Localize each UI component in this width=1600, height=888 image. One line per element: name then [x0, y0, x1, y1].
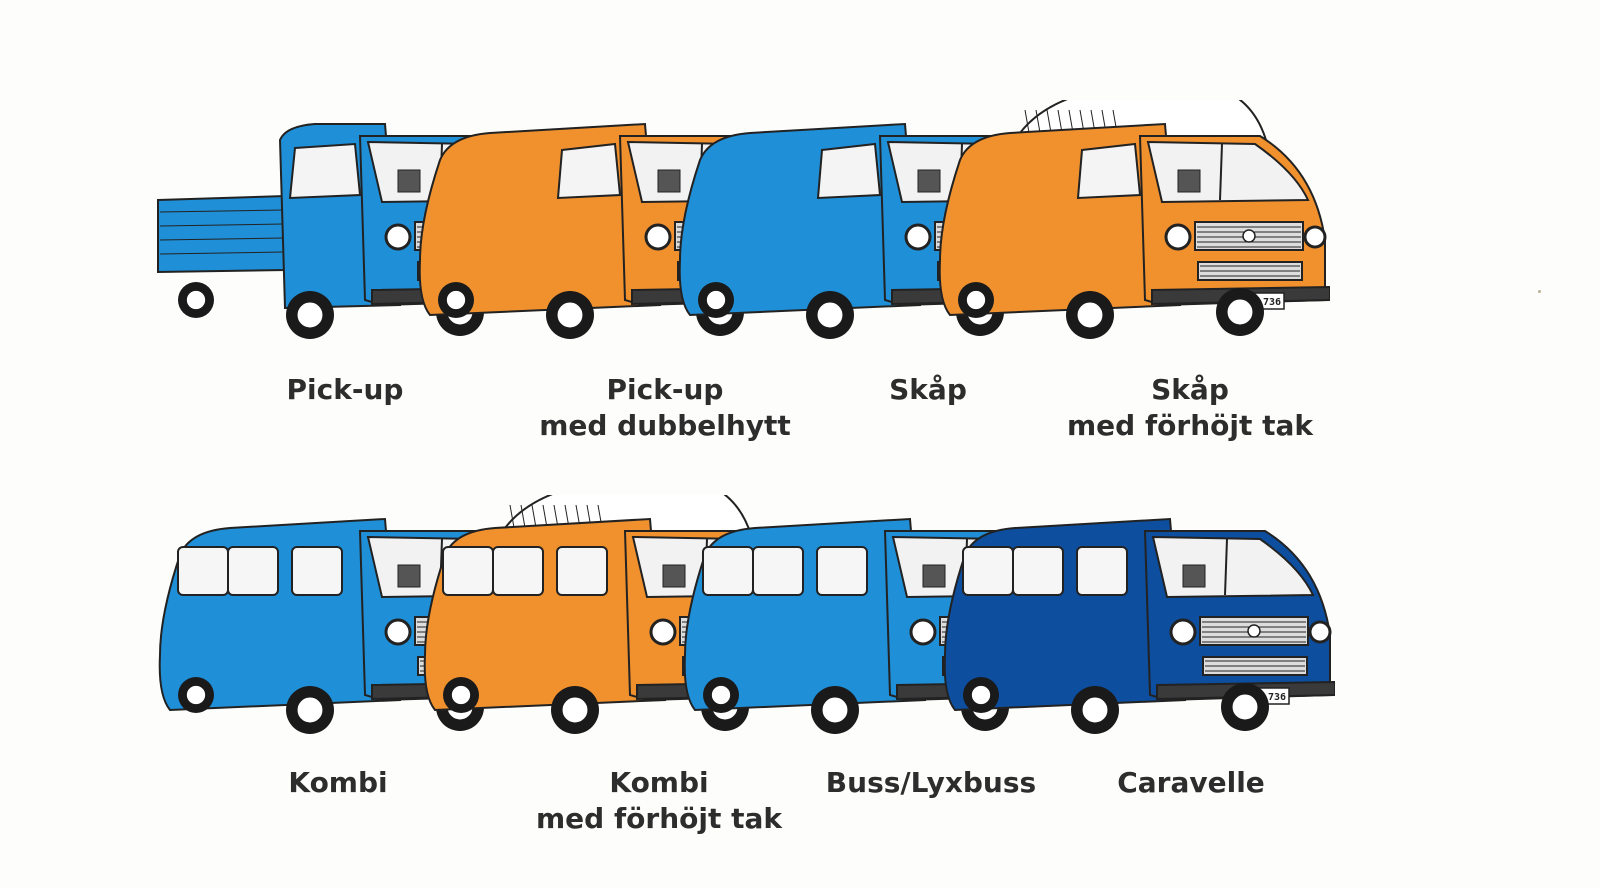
cab-window [816, 142, 882, 200]
label-kombi-high-roof: Kombi med förhöjt tak [536, 765, 782, 837]
headlight-left [1169, 618, 1197, 646]
hubcap [296, 696, 324, 724]
label-line1: Pick-up [286, 373, 404, 406]
seat [922, 564, 946, 588]
paper-speck [1538, 290, 1541, 293]
vw-logo [1247, 624, 1261, 638]
hubcap [970, 684, 992, 706]
headlight-left [649, 618, 677, 646]
van-caravelle: JNO 736 [935, 495, 1336, 815]
side-window [492, 546, 544, 596]
hubcap [821, 696, 849, 724]
windscreen-divider [1219, 143, 1223, 201]
side-window [227, 546, 279, 596]
bed-slat [159, 209, 284, 213]
seat [397, 169, 421, 193]
windscreen [1146, 140, 1310, 204]
label-line2: med dubbelhytt [539, 409, 791, 442]
headlight-left [644, 223, 672, 251]
label-pickup: Pick-up [287, 372, 404, 408]
hubcap [705, 289, 727, 311]
label-line1: Kombi [288, 766, 388, 799]
hubcap [1076, 301, 1104, 329]
hubcap [1231, 693, 1259, 721]
hubcap [965, 289, 987, 311]
side-window [442, 546, 494, 596]
hubcap [816, 301, 844, 329]
bed-slat [159, 251, 284, 255]
windscreen [1151, 535, 1315, 599]
van-drawing: JNO 736 [938, 80, 1331, 339]
side-window [752, 546, 804, 596]
label-caravelle: Caravelle [1117, 765, 1265, 801]
seat [657, 169, 681, 193]
hubcap [1226, 298, 1254, 326]
van-panel-high-roof: JNO 736 [930, 80, 1331, 420]
side-window [962, 546, 1014, 596]
cab-window [1076, 142, 1142, 200]
label-line1: Skåp [1151, 373, 1229, 406]
hubcap [185, 289, 207, 311]
headlight-left [384, 223, 412, 251]
label-line1: Caravelle [1117, 766, 1265, 799]
headlight-left [904, 223, 932, 251]
side-window [1012, 546, 1064, 596]
label-line1: Buss/Lyxbuss [825, 766, 1037, 799]
hubcap [561, 696, 589, 724]
bed-slat [159, 223, 284, 227]
label-kombi: Kombi [288, 765, 387, 801]
headlight-left [909, 618, 937, 646]
headlight-right [1308, 620, 1332, 644]
van-drawing: JNO 736 [943, 517, 1336, 734]
cargo-bed [157, 194, 286, 274]
hubcap [1081, 696, 1109, 724]
seat [1182, 564, 1206, 588]
side-window [556, 546, 608, 596]
windscreen-divider [1224, 538, 1228, 596]
hubcap [185, 684, 207, 706]
cab-window [288, 142, 362, 200]
label-line1: Kombi [609, 766, 709, 799]
seat [397, 564, 421, 588]
label-line2: med förhöjt tak [1067, 409, 1313, 442]
seat [1177, 169, 1201, 193]
label-line2: med förhöjt tak [536, 802, 782, 835]
hubcap [450, 684, 472, 706]
hubcap [710, 684, 732, 706]
headlight-left [384, 618, 412, 646]
seat [917, 169, 941, 193]
seat [662, 564, 686, 588]
label-panel-high-roof: Skåp med förhöjt tak [1067, 372, 1313, 444]
hubcap [296, 301, 324, 329]
label-line1: Skåp [889, 373, 967, 406]
hubcap [445, 289, 467, 311]
vw-logo [1242, 229, 1256, 243]
side-window [816, 546, 868, 596]
hubcap [556, 301, 584, 329]
side-window [1076, 546, 1128, 596]
bed-slat [159, 237, 284, 241]
label-bus: Buss/Lyxbuss [826, 765, 1036, 801]
cab-window [556, 142, 622, 200]
side-window [291, 546, 343, 596]
side-window [177, 546, 229, 596]
headlight-right [1303, 225, 1327, 249]
side-window [702, 546, 754, 596]
headlight-left [1164, 223, 1192, 251]
label-panel: Skåp [889, 372, 967, 408]
label-line1: Pick-up [606, 373, 724, 406]
label-pickup-double-cab: Pick-up med dubbelhytt [539, 372, 791, 444]
